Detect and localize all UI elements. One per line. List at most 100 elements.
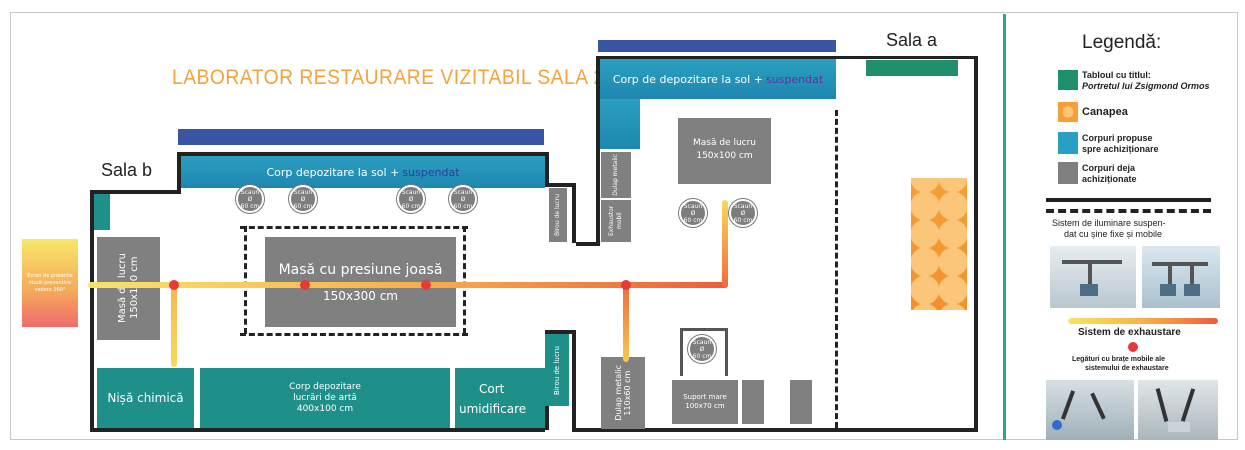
legend-swatch-sofa — [1058, 102, 1078, 122]
legend-label: achiziționate — [1082, 174, 1137, 184]
wall — [576, 242, 600, 246]
wall — [90, 428, 545, 432]
storage-label-suspended: suspendat — [402, 165, 460, 179]
humidifier-tent-line1: Cort — [479, 382, 505, 396]
projection-screen: Ecran de proiecție studii preventive ved… — [22, 239, 78, 327]
low-pressure-table-size: 150x300 cm — [322, 289, 398, 303]
wall — [572, 183, 576, 243]
work-table-right-size: 150x100 cm — [696, 151, 753, 161]
low-pressure-table-name: Masă cu presiune joasă — [278, 262, 443, 278]
desk-small: Birou de lucru — [545, 334, 569, 406]
small-unit-label: Birou de lucru — [554, 194, 561, 236]
work-table-left-label: Masă de lucru 150x100 cm — [116, 253, 140, 324]
suspended-rail-bar — [178, 129, 544, 145]
small-unit-label: Exhaustor mobil — [608, 205, 623, 237]
wall — [177, 152, 549, 156]
lighting-photo — [1050, 246, 1136, 308]
chair: Scaun Ø 60 cm — [449, 185, 477, 213]
legend-label: Canapea — [1082, 106, 1128, 118]
legend-swatch-proposed — [1058, 132, 1078, 154]
wall — [572, 428, 977, 432]
artwork-storage-line3: 400x100 cm — [296, 404, 354, 414]
legend-label: Corpuri propuse — [1082, 133, 1153, 143]
wall — [90, 190, 181, 194]
storage-unit-top-right: Corp de depozitare la sol + suspendat — [600, 59, 836, 99]
metal-cabinet-label: Dulap metalic 110x60 cm — [614, 365, 632, 421]
chair-frame — [680, 328, 728, 376]
storage-label: Corp de depozitare la sol + — [612, 72, 763, 86]
humidifier-tent: Cort umidificare — [455, 368, 545, 428]
legend-label: Sistem de iluminare suspen- — [1052, 218, 1166, 228]
legend-label: Legături cu brațe mobile ale — [1072, 356, 1165, 363]
wall — [177, 152, 181, 192]
dashed-partition — [835, 110, 838, 428]
small-unit: Birou de lucru — [549, 188, 567, 242]
exhaust-arm-connection — [300, 280, 310, 290]
work-table-left: Masă de lucru 150x100 cm — [97, 237, 160, 340]
lighting-rail — [240, 333, 468, 336]
chair: Scaun Ø 60 cm — [289, 185, 317, 213]
wall — [90, 190, 94, 430]
exhaust-photo — [1138, 380, 1218, 440]
storage-label: Corp depozitare la sol + — [266, 165, 400, 179]
floor-plan: LABORATOR RESTAURARE VIZITABIL SALA 25 S… — [22, 30, 978, 432]
chemical-niche-label: Nișă chimică — [107, 391, 184, 405]
exhaust-arm-connection — [621, 280, 631, 290]
legend-title: Legendă: — [1082, 32, 1162, 53]
legend-lighting-solid — [1046, 198, 1211, 202]
legend-label: Portretul lui Zsigmond Ormos — [1082, 81, 1210, 91]
exhaust-duct — [722, 200, 728, 288]
sofa — [911, 178, 967, 310]
chair: Scaun Ø 60 cm — [397, 185, 425, 213]
legend-label: Sistem de exhaustare — [1078, 327, 1181, 338]
storage-unit-top-right-side — [600, 99, 640, 149]
wall — [974, 56, 978, 432]
small-unit: Dulap metalic — [601, 152, 631, 198]
wall — [545, 152, 549, 186]
exhaust-duct — [171, 282, 177, 367]
storage-unit-top-left: Corp depozitare la sol + suspendat — [181, 156, 545, 188]
wall-cabinet — [94, 194, 110, 230]
exhaust-photo — [1046, 380, 1134, 440]
small-unit: Exhaustor mobil — [601, 200, 631, 242]
legend-exhaust-dot — [1128, 342, 1138, 352]
exhaust-duct — [623, 282, 629, 362]
room-b-label: Sala b — [101, 160, 153, 180]
exhaust-arm-connection — [421, 280, 431, 290]
lighting-rail — [244, 226, 247, 334]
room-a-label: Sala a — [886, 30, 938, 50]
legend-panel: Legendă: Tabloul cu titlul: Portretul lu… — [1010, 14, 1235, 440]
legend-divider — [1003, 14, 1006, 440]
legend-label: dat cu șine fixe și mobile — [1064, 229, 1163, 239]
chair: Scaun Ø 60 cm — [688, 335, 716, 363]
legend-swatch-painting — [1058, 70, 1078, 90]
painting-zsigmond-ormos — [866, 60, 958, 76]
legend-swatch-acquired — [1058, 162, 1078, 184]
legend-label: spre achiziționare — [1082, 144, 1159, 154]
artwork-storage: Corp depozitare lucrări de artă 400x100 … — [200, 368, 450, 428]
artwork-storage-line2: lucrări de artă — [293, 393, 357, 403]
chair: Scaun Ø 60 cm — [236, 185, 264, 213]
humidifier-tent-line2: umidificare — [459, 402, 527, 416]
chemical-niche: Nișă chimică — [97, 368, 194, 428]
large-support: Suport mare 100x70 cm — [672, 380, 738, 424]
lighting-rail — [240, 226, 468, 229]
wall — [596, 56, 976, 59]
lighting-photo — [1142, 246, 1220, 308]
chair: Scaun Ø 60 cm — [729, 199, 757, 227]
desk-small-label: Birou de lucru — [553, 345, 561, 395]
plan-title: LABORATOR RESTAURARE VIZITABIL SALA 25 — [172, 66, 616, 89]
wall — [545, 183, 575, 187]
wall — [596, 56, 600, 246]
projection-screen-label: Ecran de proiecție studii preventive ved… — [27, 272, 73, 293]
large-support-label: Suport mare 100x70 cm — [683, 393, 727, 410]
lighting-rail — [463, 226, 466, 334]
artwork-storage-line1: Corp depozitare — [289, 382, 361, 392]
narrow-shelf — [742, 380, 764, 424]
page-frame — [10, 12, 1238, 440]
legend-lighting-dashed — [1046, 209, 1211, 213]
suspended-rail-bar — [598, 40, 836, 52]
chair: Scaun Ø 60 cm — [679, 199, 707, 227]
wall — [572, 330, 576, 432]
work-table-right: Masă de lucru 150x100 cm — [678, 118, 771, 184]
